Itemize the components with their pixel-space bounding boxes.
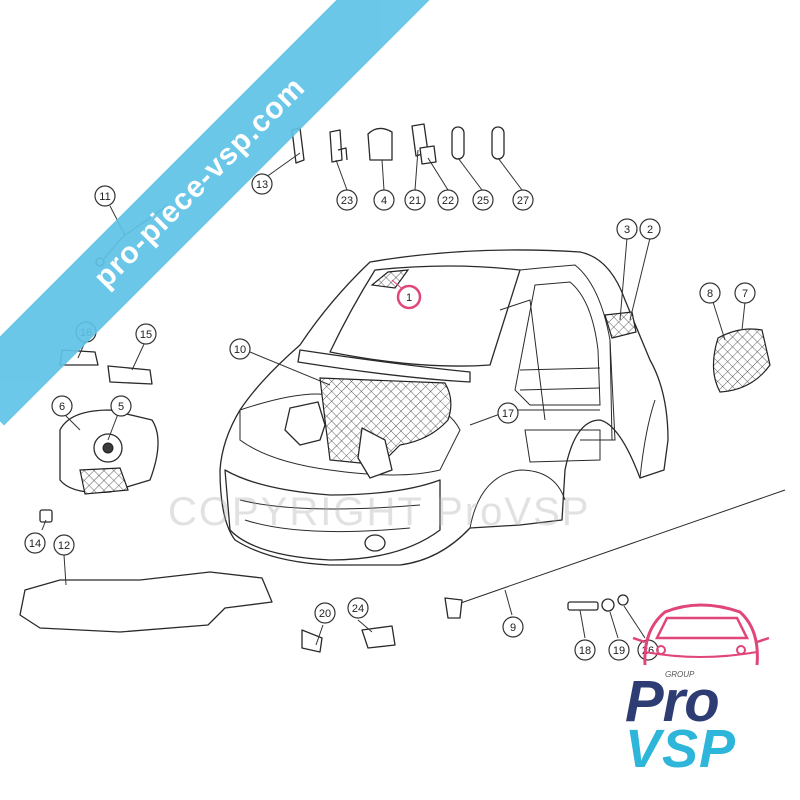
callout-18-label: 18 [579,645,591,657]
callout-7[interactable]: 7 [734,282,756,304]
callout-24[interactable]: 24 [347,597,369,619]
callout-25[interactable]: 25 [472,189,494,211]
part-9-handle [444,597,463,619]
callout-27-label: 27 [517,195,529,207]
part-23-seal [329,129,348,163]
callout-27[interactable]: 27 [512,189,534,211]
callout-8-label: 8 [707,288,713,300]
callout-11-label: 11 [99,191,110,203]
callout-12[interactable]: 12 [53,534,75,556]
part-15-bracket [107,365,153,385]
callout-6[interactable]: 6 [51,395,73,417]
part-24-latch [361,625,396,649]
callout-18[interactable]: 18 [574,639,596,661]
callout-20-label: 20 [319,608,331,620]
callout-14-label: 14 [29,538,41,550]
callout-21-label: 21 [409,195,421,207]
callout-5-label: 5 [118,401,124,413]
callout-13[interactable]: 13 [251,173,273,195]
part-1-windscreen-seal [370,269,410,289]
callout-1[interactable]: 1 [396,284,422,310]
callout-22[interactable]: 22 [437,189,459,211]
callout-10[interactable]: 10 [229,338,251,360]
callout-25-label: 25 [477,195,489,207]
logo-vsp-text: VSP [625,719,737,779]
callout-22-label: 22 [442,195,454,207]
callout-24-label: 24 [352,603,364,615]
callout-5[interactable]: 5 [110,395,132,417]
logo-pro-text: Pro [625,669,720,734]
callout-11[interactable]: 11 [94,185,116,207]
part-22-clip [419,145,437,165]
callout-7-label: 7 [742,288,748,300]
callout-10-label: 10 [234,344,246,356]
trim-seal-row [291,123,505,165]
part-3-quarter-glass [604,311,637,339]
callout-4[interactable]: 4 [373,189,395,211]
part-6-headlamp-reflector [79,467,129,495]
callout-4-label: 4 [381,195,387,207]
engine-bracket [357,427,393,479]
callout-21[interactable]: 21 [404,189,426,211]
part-18-bolt [567,601,599,611]
callout-12-label: 12 [58,540,70,552]
part-20-latch [301,629,323,653]
callout-2[interactable]: 2 [639,218,661,240]
callout-15-label: 15 [140,329,152,341]
callout-1-label: 1 [406,292,412,304]
callout-9[interactable]: 9 [502,616,524,638]
callout-19-label: 19 [613,645,625,657]
copyright-watermark: COPYRIGHT ProVSP [168,490,591,534]
bulb-icon [102,442,114,454]
part-19-washer [601,598,615,612]
part-7-rear-lamp [712,328,771,393]
part-27-seal [491,126,505,160]
provsp-logo: GROUP Pro VSP [605,590,795,790]
part-14-bush [39,509,53,523]
logo-group-label: GROUP [665,670,695,679]
part-9-cable [454,489,786,606]
part-25-seal [451,126,465,160]
callout-15[interactable]: 15 [135,323,157,345]
callout-23-label: 23 [341,195,353,207]
callout-13-label: 13 [256,179,268,191]
callout-14[interactable]: 14 [24,532,46,554]
car-outline-icon [632,603,770,666]
part-4-seal [367,127,393,161]
callout-17[interactable]: 17 [497,402,519,424]
callout-19[interactable]: 19 [608,639,630,661]
callout-8[interactable]: 8 [699,282,721,304]
callout-3[interactable]: 3 [616,218,638,240]
callout-3-label: 3 [624,224,630,236]
part-26-nut [617,594,629,606]
part-10-hood-insulation [319,377,452,466]
callout-17-label: 17 [502,408,514,420]
callout-20[interactable]: 20 [314,602,336,624]
callout-2-label: 2 [647,224,653,236]
callout-23[interactable]: 23 [336,189,358,211]
callout-9-label: 9 [510,622,516,634]
callout-6-label: 6 [59,401,65,413]
part-12-floor-panel [19,571,273,633]
bay-detail-left [284,401,326,446]
